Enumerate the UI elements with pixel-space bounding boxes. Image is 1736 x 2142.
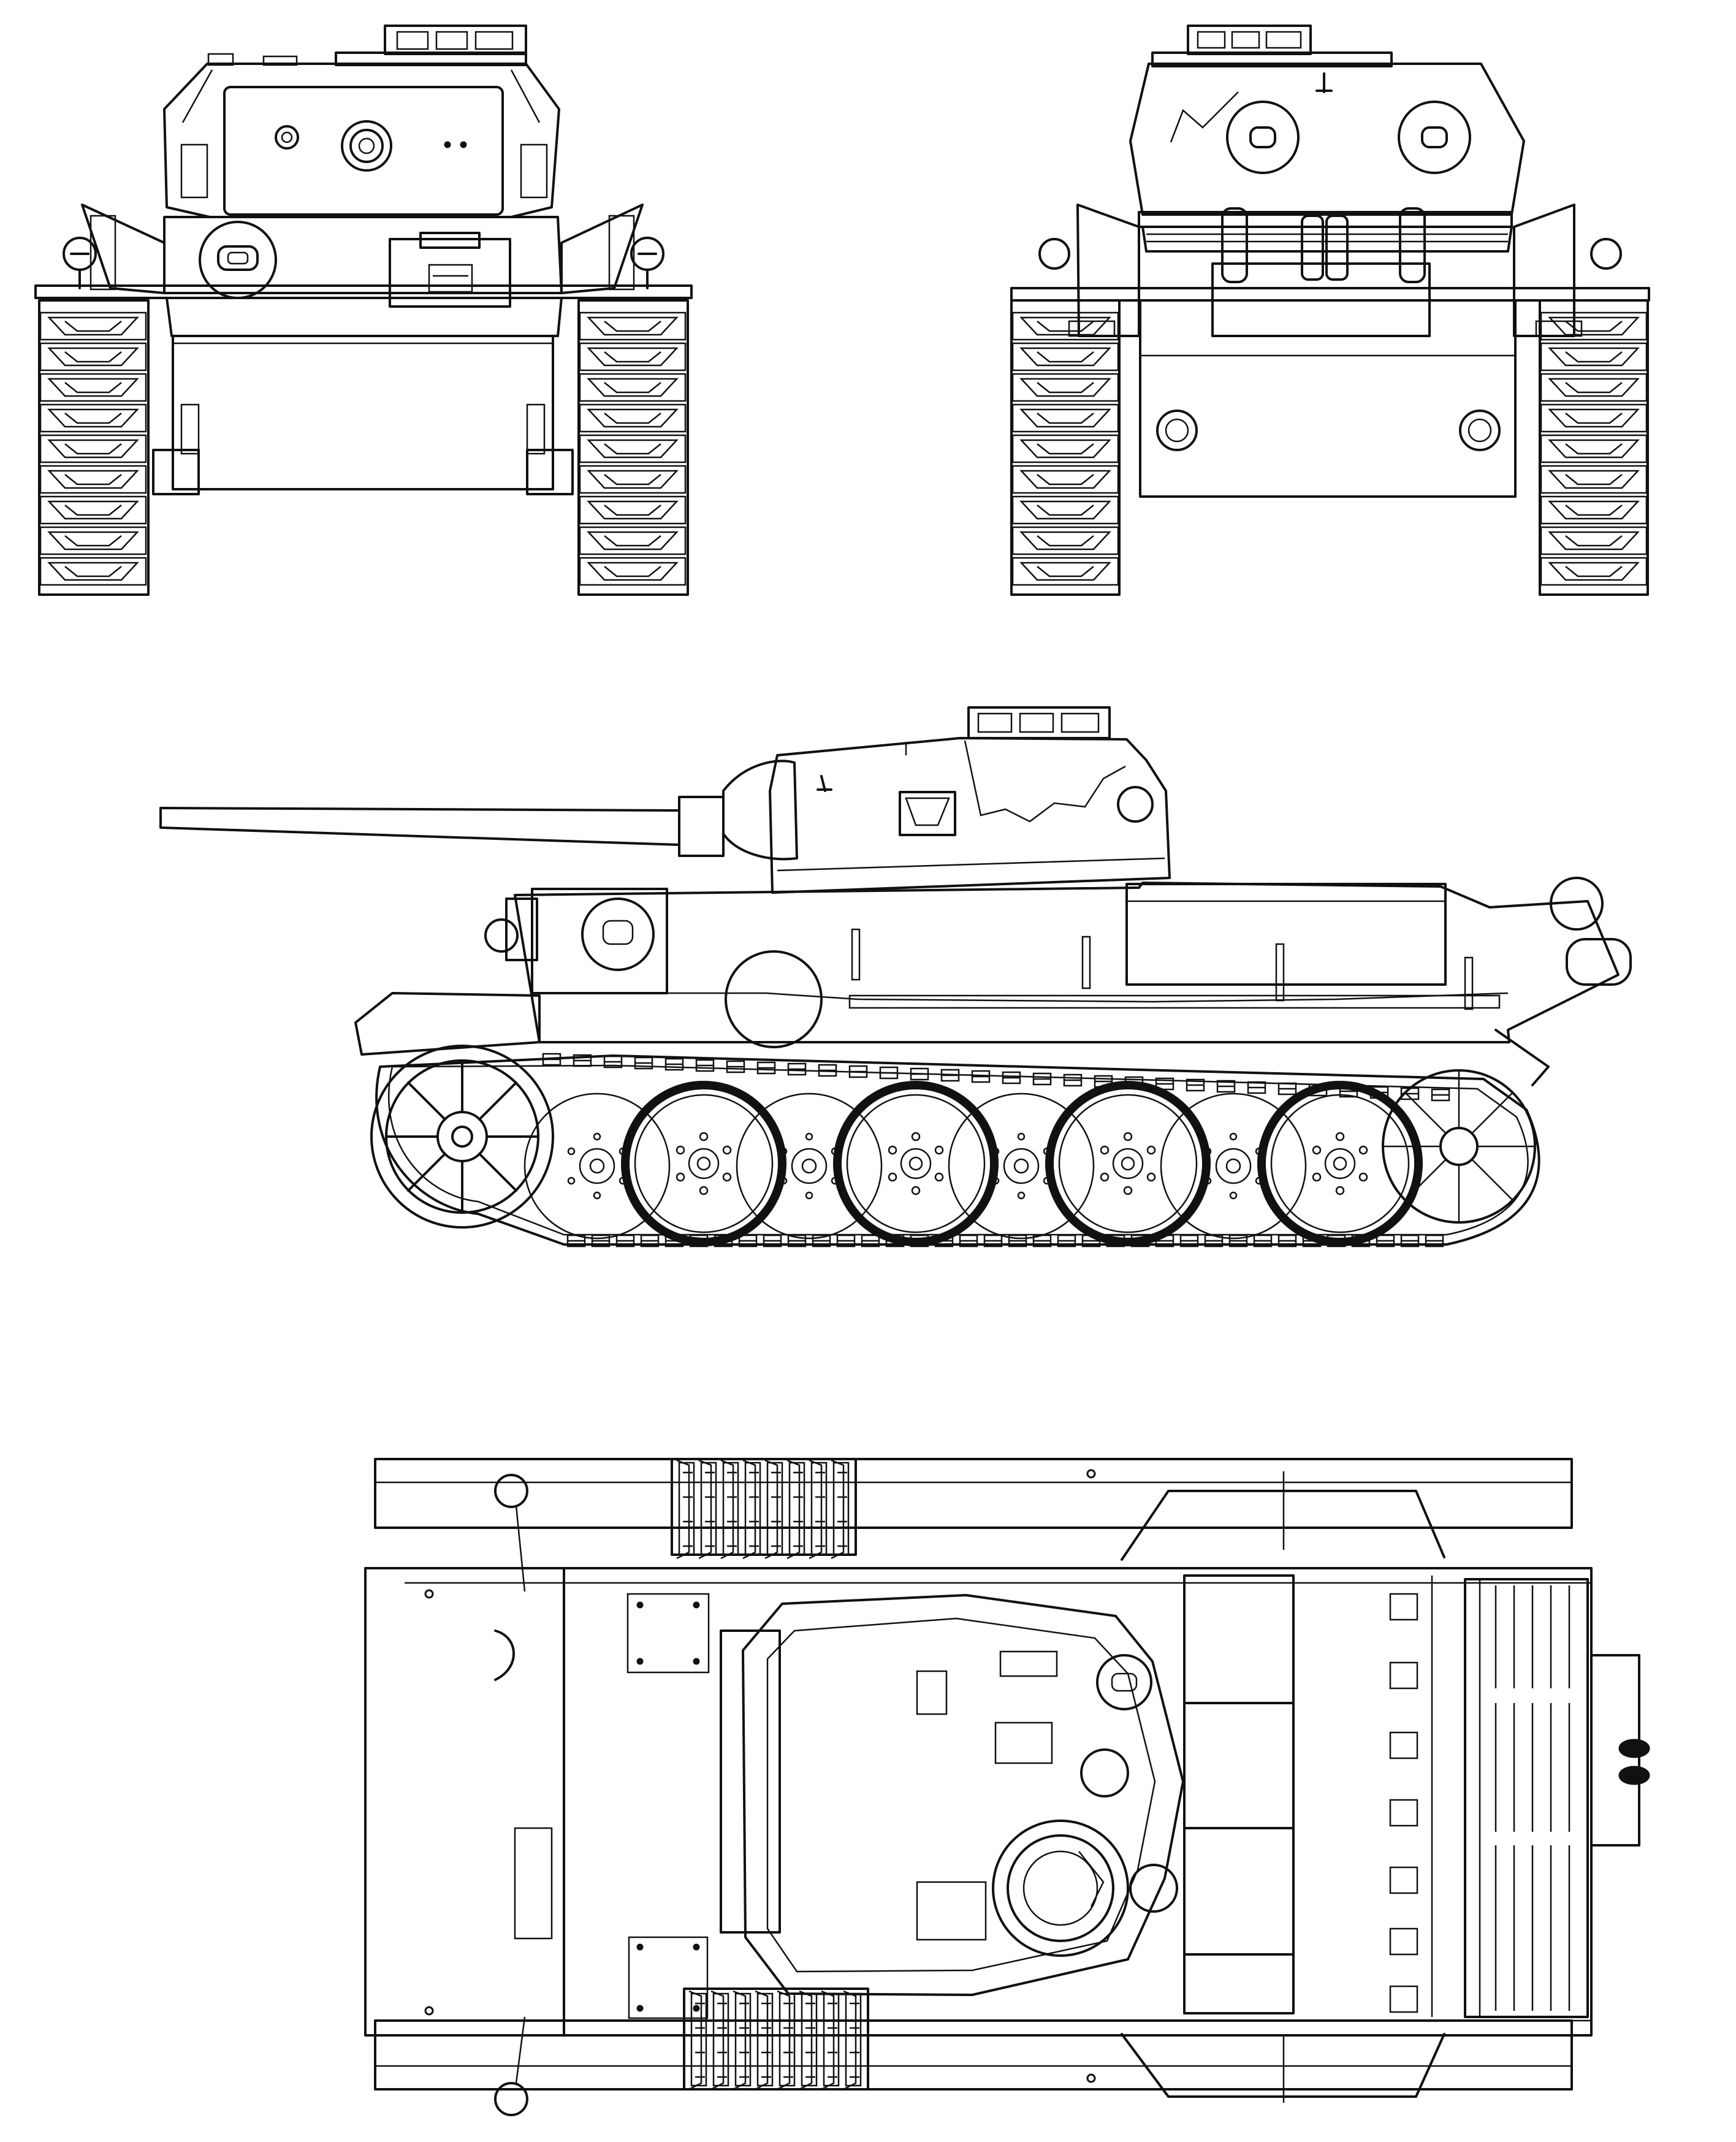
top-view: [364, 1458, 1650, 2116]
rear-view: [1010, 25, 1650, 596]
side-view: [159, 706, 1632, 1248]
front-view: [34, 25, 693, 596]
